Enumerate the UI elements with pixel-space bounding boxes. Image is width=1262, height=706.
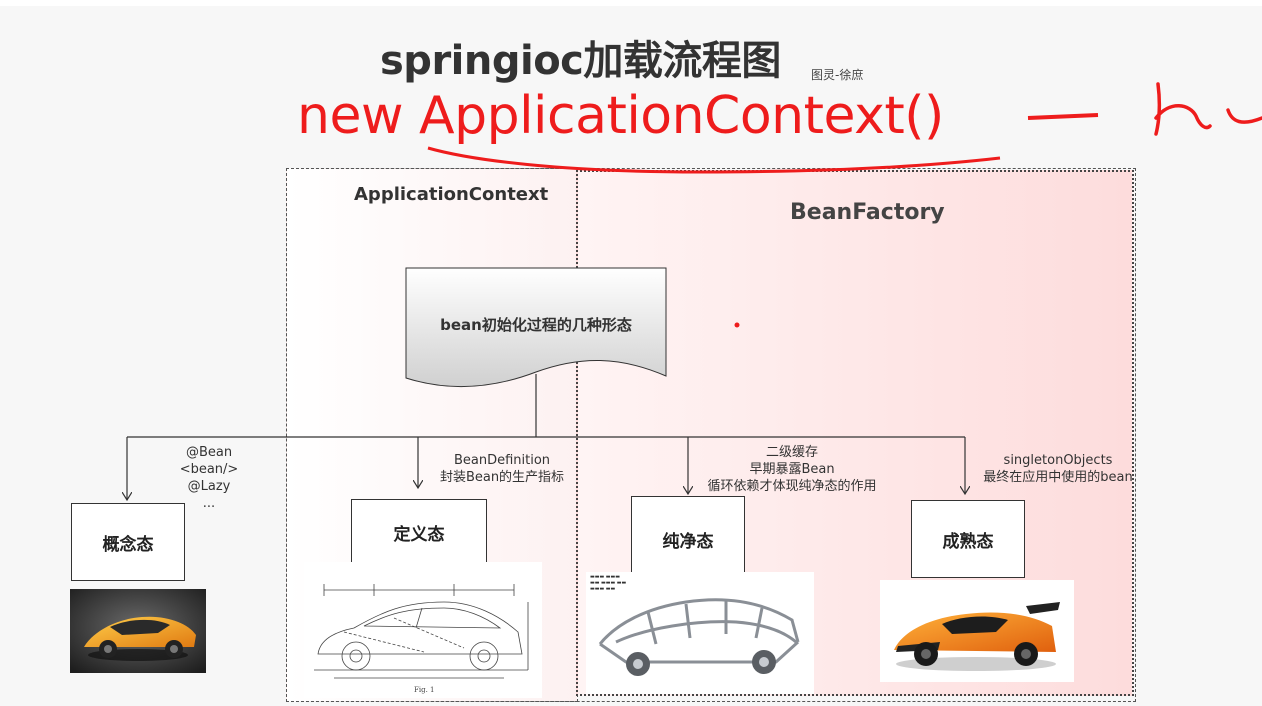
pure-annotation: 二级缓存 早期暴露Bean 循环依赖才体现纯净态的作用 [707, 445, 877, 494]
application-context-label: ApplicationContext [354, 184, 549, 205]
concept-car-image [70, 589, 206, 673]
handwritten-scribble [1154, 82, 1262, 136]
page-title: springioc加载流程图 [380, 38, 781, 84]
concept-annotation: @Bean <bean/> @Lazy ... [179, 445, 239, 511]
svg-text:Fig. 1: Fig. 1 [414, 686, 434, 694]
handwritten-code: new ApplicationContext() [297, 86, 944, 146]
bean-forms-label: bean初始化过程的几种形态 [440, 316, 632, 334]
svg-text:▬▬▬ ▬▬▬: ▬▬▬ ▬▬▬ [590, 574, 620, 580]
bean-factory-label: BeanFactory [790, 200, 945, 225]
definition-annotation: BeanDefinition 封装Bean的生产指标 [439, 453, 565, 485]
state-box-mature: 成熟态 [911, 500, 1025, 578]
handwritten-dash [1027, 113, 1099, 120]
bean-forms-document-shape [405, 267, 667, 388]
car-blueprint-image: Fig. 1 [304, 562, 542, 698]
top-strip [0, 0, 1262, 6]
mature-car-image [880, 580, 1074, 682]
outer-dashed-frame [286, 168, 1136, 702]
mature-annotation: singletonObjects 最终在应用中使用的bean [983, 453, 1133, 485]
handwritten-underline [427, 146, 1001, 174]
svg-text:▬▬▬ ▬▬: ▬▬▬ ▬▬ [590, 586, 615, 592]
title-author: 图灵-徐庶 [811, 68, 864, 82]
state-box-concept: 概念态 [71, 503, 185, 581]
car-body-frame-image: ▬▬▬ ▬▬▬ ▬▬ ▬▬▬ ▬▬ ▬▬▬ ▬▬ [586, 572, 814, 694]
svg-text:▬▬ ▬▬▬ ▬▬: ▬▬ ▬▬▬ ▬▬ [590, 580, 627, 586]
state-box-pure: 纯净态 [631, 496, 745, 574]
